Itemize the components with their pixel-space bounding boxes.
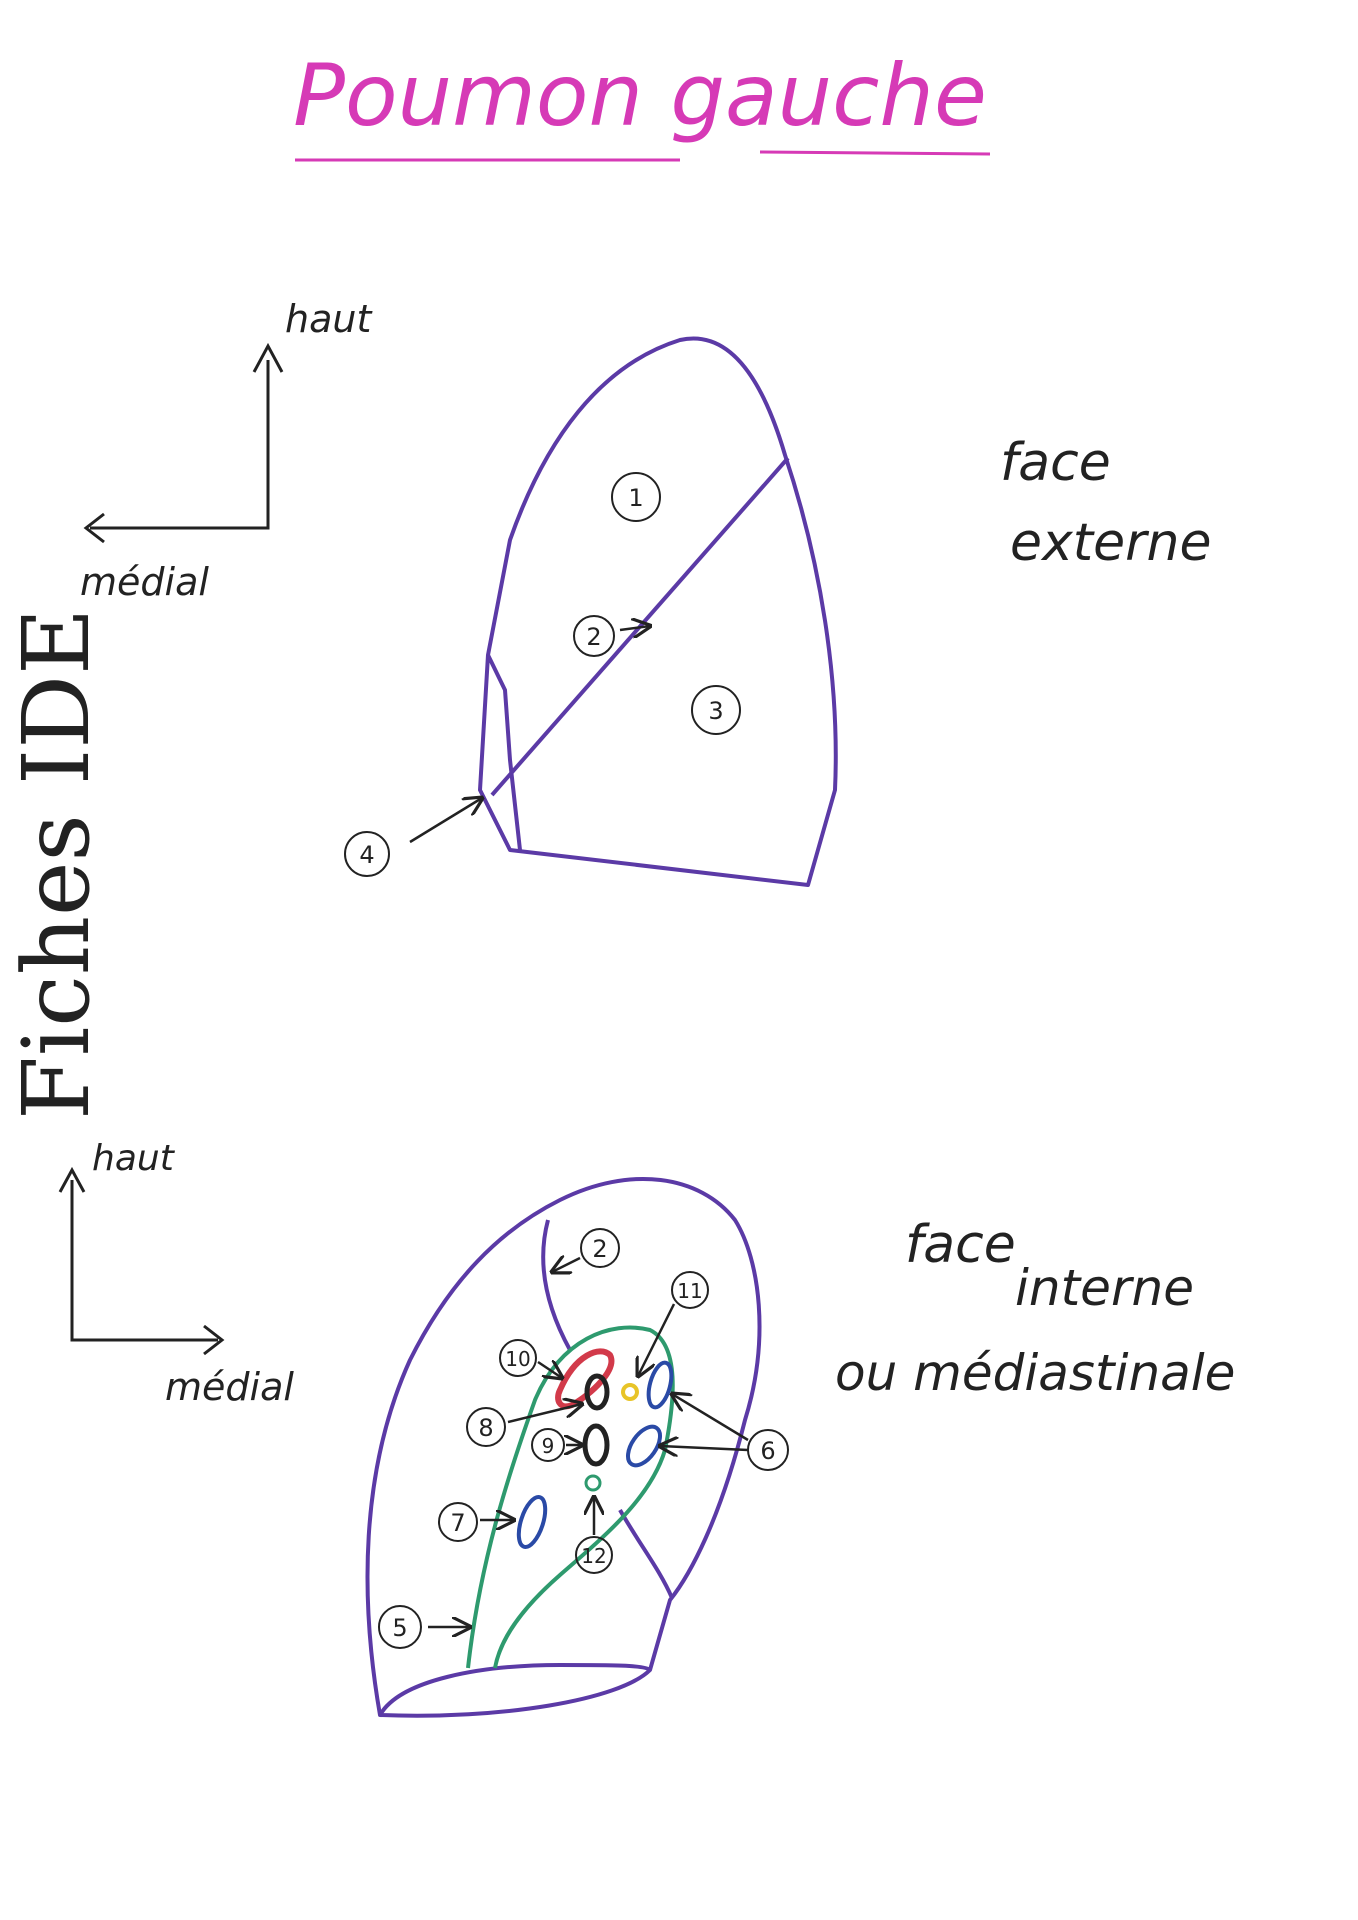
face-label-external-line2: externe bbox=[1010, 513, 1211, 573]
face-label-external-line1: face bbox=[1000, 433, 1111, 493]
marker-4: 4 bbox=[344, 798, 482, 877]
marker-3: 3 bbox=[691, 685, 741, 735]
axis-external bbox=[83, 342, 284, 544]
face-label-internal-line1: face bbox=[905, 1215, 1016, 1275]
watermark: Fiches IDE bbox=[3, 608, 110, 1120]
svg-text:9: 9 bbox=[542, 1434, 555, 1458]
svg-text:6: 6 bbox=[760, 1437, 775, 1465]
hilum-outline bbox=[466, 1325, 675, 1669]
main-bronchus-lower bbox=[582, 1423, 610, 1467]
svg-text:2: 2 bbox=[592, 1235, 607, 1263]
svg-text:8: 8 bbox=[478, 1414, 493, 1442]
svg-text:12: 12 bbox=[581, 1544, 606, 1568]
oblique-fissure-internal-lower bbox=[618, 1509, 674, 1599]
marker-10: 10 bbox=[499, 1339, 562, 1378]
lymph-node bbox=[621, 1383, 639, 1401]
axis-side-label-internal: médial bbox=[165, 1365, 294, 1409]
page-title: Poumon gauche bbox=[293, 46, 987, 146]
pulmonary-vein-lower bbox=[626, 1424, 662, 1468]
lingula-notch bbox=[486, 654, 522, 851]
svg-text:5: 5 bbox=[392, 1614, 407, 1642]
aortic-groove bbox=[516, 1495, 548, 1549]
face-label-internal-line2: interne bbox=[1015, 1259, 1194, 1317]
marker-9: 9 bbox=[531, 1428, 582, 1462]
pulmonary-vein-upper bbox=[646, 1360, 674, 1410]
face-label-internal-line3: ou médiastinale bbox=[835, 1344, 1235, 1402]
marker-2-internal: 2 bbox=[552, 1228, 620, 1272]
axis-up-label-internal: haut bbox=[92, 1138, 176, 1179]
svg-text:11: 11 bbox=[677, 1279, 702, 1303]
axis-up-label-external: haut bbox=[285, 297, 373, 341]
bronchial-vessel bbox=[584, 1474, 602, 1492]
main-bronchus-upper bbox=[584, 1373, 610, 1411]
marker-12: 12 bbox=[575, 1497, 613, 1574]
svg-text:3: 3 bbox=[708, 697, 723, 725]
svg-text:2: 2 bbox=[586, 623, 601, 651]
diaphragmatic-base bbox=[378, 1662, 652, 1717]
svg-text:4: 4 bbox=[359, 841, 374, 869]
left-lung-external-outline bbox=[478, 336, 838, 887]
oblique-fissure-internal bbox=[541, 1219, 572, 1351]
title-underline-2 bbox=[759, 150, 991, 156]
marker-2-external: 2 bbox=[573, 615, 650, 657]
external-view: haut médial 1 2 3 4 face externe bbox=[80, 297, 1211, 887]
svg-text:7: 7 bbox=[450, 1509, 465, 1537]
marker-11: 11 bbox=[638, 1271, 709, 1376]
marker-6: 6 bbox=[660, 1394, 789, 1471]
marker-8: 8 bbox=[466, 1404, 582, 1447]
marker-5: 5 bbox=[378, 1605, 470, 1649]
marker-1: 1 bbox=[611, 472, 661, 522]
svg-text:1: 1 bbox=[628, 484, 643, 512]
axis-internal bbox=[58, 1166, 225, 1356]
axis-side-label-external: médial bbox=[80, 560, 209, 604]
internal-view: haut médial 2 5 6 bbox=[58, 1138, 1235, 1718]
svg-text:10: 10 bbox=[505, 1347, 530, 1371]
marker-7: 7 bbox=[438, 1502, 514, 1542]
